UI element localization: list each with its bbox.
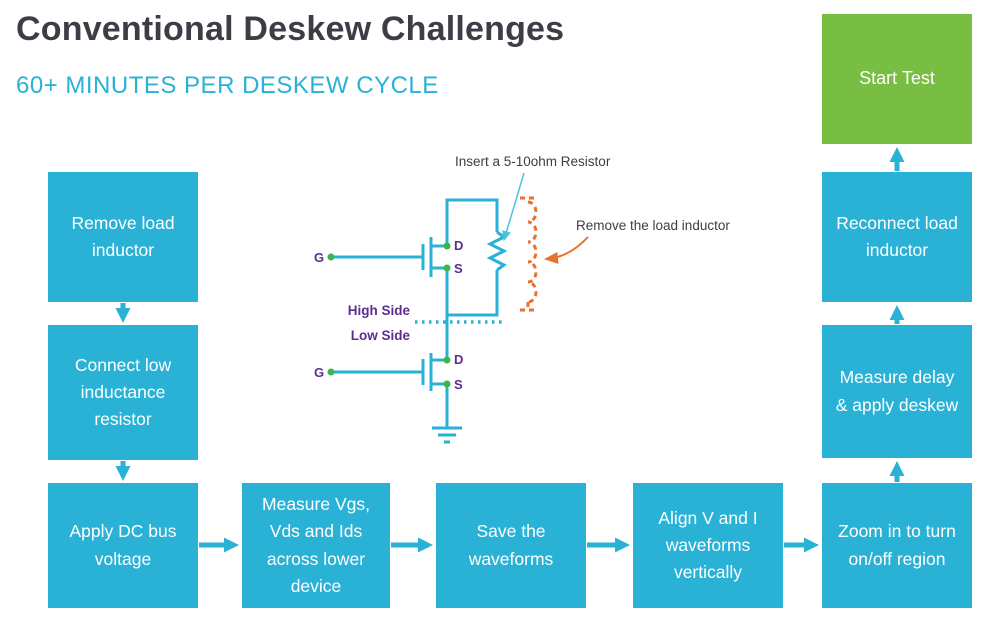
flow-node-measure-vgs: Measure Vgs, Vds and Ids across lower de… bbox=[242, 483, 390, 608]
flow-node-label: Measure Vgs, Vds and Ids across lower de… bbox=[262, 494, 370, 596]
resistor-annotation: Insert a 5-10ohm Resistor bbox=[455, 154, 611, 169]
drain-label-low: D bbox=[454, 352, 463, 367]
drain-dot-low bbox=[443, 356, 451, 364]
flow-node-align-waveforms: Align V and I waveforms vertically bbox=[633, 483, 783, 608]
gate-label-high: G bbox=[314, 250, 324, 265]
flow-node-label: Start Test bbox=[859, 68, 935, 89]
flow-node-start-test: Start Test bbox=[822, 14, 972, 144]
circuit-diagram: G D S G D S High Side Low Side Insert a … bbox=[314, 154, 730, 444]
flow-node-label: Apply DC bus voltage bbox=[69, 521, 177, 569]
source-dot-high bbox=[443, 264, 451, 272]
flow-node-label: Reconnect load inductor bbox=[836, 212, 958, 260]
flow-node-label: Measure delay & apply deskew bbox=[835, 367, 959, 415]
mosfet-high-source-wire bbox=[431, 266, 449, 315]
low-side-label: Low Side bbox=[351, 328, 411, 343]
flow-node-apply-dc-bus: Apply DC bus voltage bbox=[48, 483, 198, 608]
flow-node-save-waveforms: Save the waveforms bbox=[436, 483, 586, 608]
inductor-annotation-arrow bbox=[544, 236, 589, 264]
source-label-low: S bbox=[454, 377, 463, 392]
high-side-label: High Side bbox=[348, 303, 411, 318]
resistor-bottom-wire bbox=[447, 270, 499, 317]
flow-node-zoom-region: Zoom in to turn on/off region bbox=[822, 483, 972, 608]
drain-dot-high bbox=[443, 242, 451, 250]
gate-dot-high bbox=[327, 253, 335, 261]
mosfet-high-drain-wire bbox=[431, 198, 499, 248]
ground-icon bbox=[432, 426, 462, 444]
flow-node-measure-delay: Measure delay & apply deskew bbox=[822, 325, 972, 458]
source-label-high: S bbox=[454, 261, 463, 276]
flow-node-label: Save the waveforms bbox=[468, 521, 554, 569]
source-dot-low bbox=[443, 380, 451, 388]
page-title: Conventional Deskew Challenges bbox=[16, 10, 565, 48]
page-subtitle: 60+ MINUTES PER DESKEW CYCLE bbox=[16, 72, 439, 99]
flow-node-label: Connect low inductance resistor bbox=[74, 354, 172, 430]
flow-node-label: Zoom in to turn on/off region bbox=[838, 521, 956, 569]
resistor-symbol bbox=[486, 230, 508, 272]
mosfet-low-source-wire bbox=[431, 382, 449, 428]
gate-label-low: G bbox=[314, 365, 324, 380]
connection-dots bbox=[327, 242, 451, 388]
resistor-annotation-arrow bbox=[502, 172, 525, 242]
gate-dot-low bbox=[327, 368, 335, 376]
drain-label-high: D bbox=[454, 238, 463, 253]
flow-node-remove-load-inductor: Remove load inductor bbox=[48, 172, 198, 302]
inductor-annotation: Remove the load inductor bbox=[576, 218, 730, 233]
inductor-symbol-dashed bbox=[520, 196, 538, 312]
flow-node-label: Align V and I waveforms vertically bbox=[658, 507, 758, 583]
flow-node-connect-resistor: Connect low inductance resistor bbox=[48, 325, 198, 460]
flow-node-reconnect-inductor: Reconnect load inductor bbox=[822, 172, 972, 302]
flow-node-label: Remove load inductor bbox=[71, 212, 175, 260]
